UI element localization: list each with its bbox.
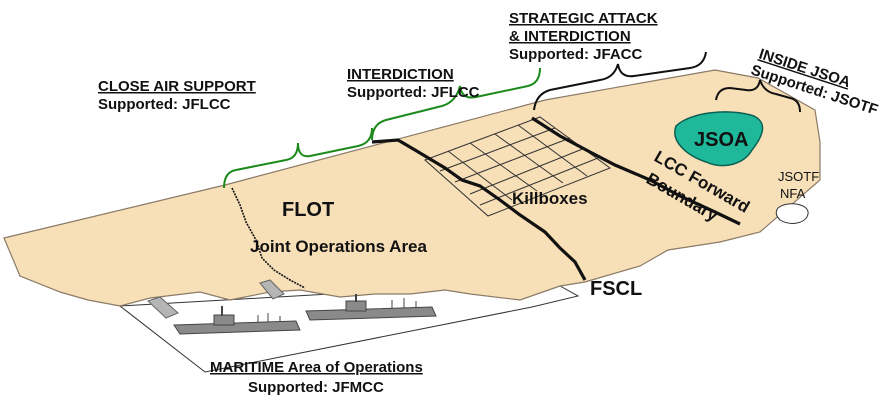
close-air-support-title: CLOSE AIR SUPPORT [98, 78, 256, 95]
jsoa-area [674, 111, 764, 167]
close-air-support-supported: Supported: JFLCC [98, 96, 231, 113]
ship-icon [173, 306, 301, 335]
strategic-attack-title-1: STRATEGIC ATTACK [509, 10, 658, 27]
maritime-supported: Supported: JFMCC [248, 379, 384, 396]
maritime-title: MARITIME Area of Operations [210, 359, 423, 376]
bracket-icon [371, 67, 541, 141]
jsotf-label: JSOTF [778, 169, 819, 184]
fscl-label: FSCL [590, 278, 642, 300]
killbox-grid [424, 116, 612, 217]
interdiction-supported: Supported: JFLCC [347, 84, 480, 101]
flot-label: FLOT [282, 199, 334, 221]
joa-label: Joint Operations Area [250, 237, 428, 256]
fscl-line [371, 138, 587, 281]
nfa-area [775, 203, 809, 224]
strategic-attack-title-2: & INTERDICTION [509, 28, 631, 45]
nfa-label: NFA [780, 186, 806, 201]
flot-line [231, 187, 306, 289]
killboxes-label: Killboxes [512, 189, 588, 208]
pier-icon [147, 279, 285, 319]
strategic-attack-supported: Supported: JFACC [509, 46, 642, 63]
jsoa-label: JSOA [694, 129, 748, 151]
bracket-icon [223, 127, 373, 189]
bracket-icon [533, 51, 707, 111]
land-area [3, 69, 821, 307]
lcc-forward-boundary-line [531, 116, 741, 226]
interdiction-title: INTERDICTION [347, 66, 454, 83]
bracket-icon [715, 79, 801, 113]
ship-icon [305, 294, 437, 321]
